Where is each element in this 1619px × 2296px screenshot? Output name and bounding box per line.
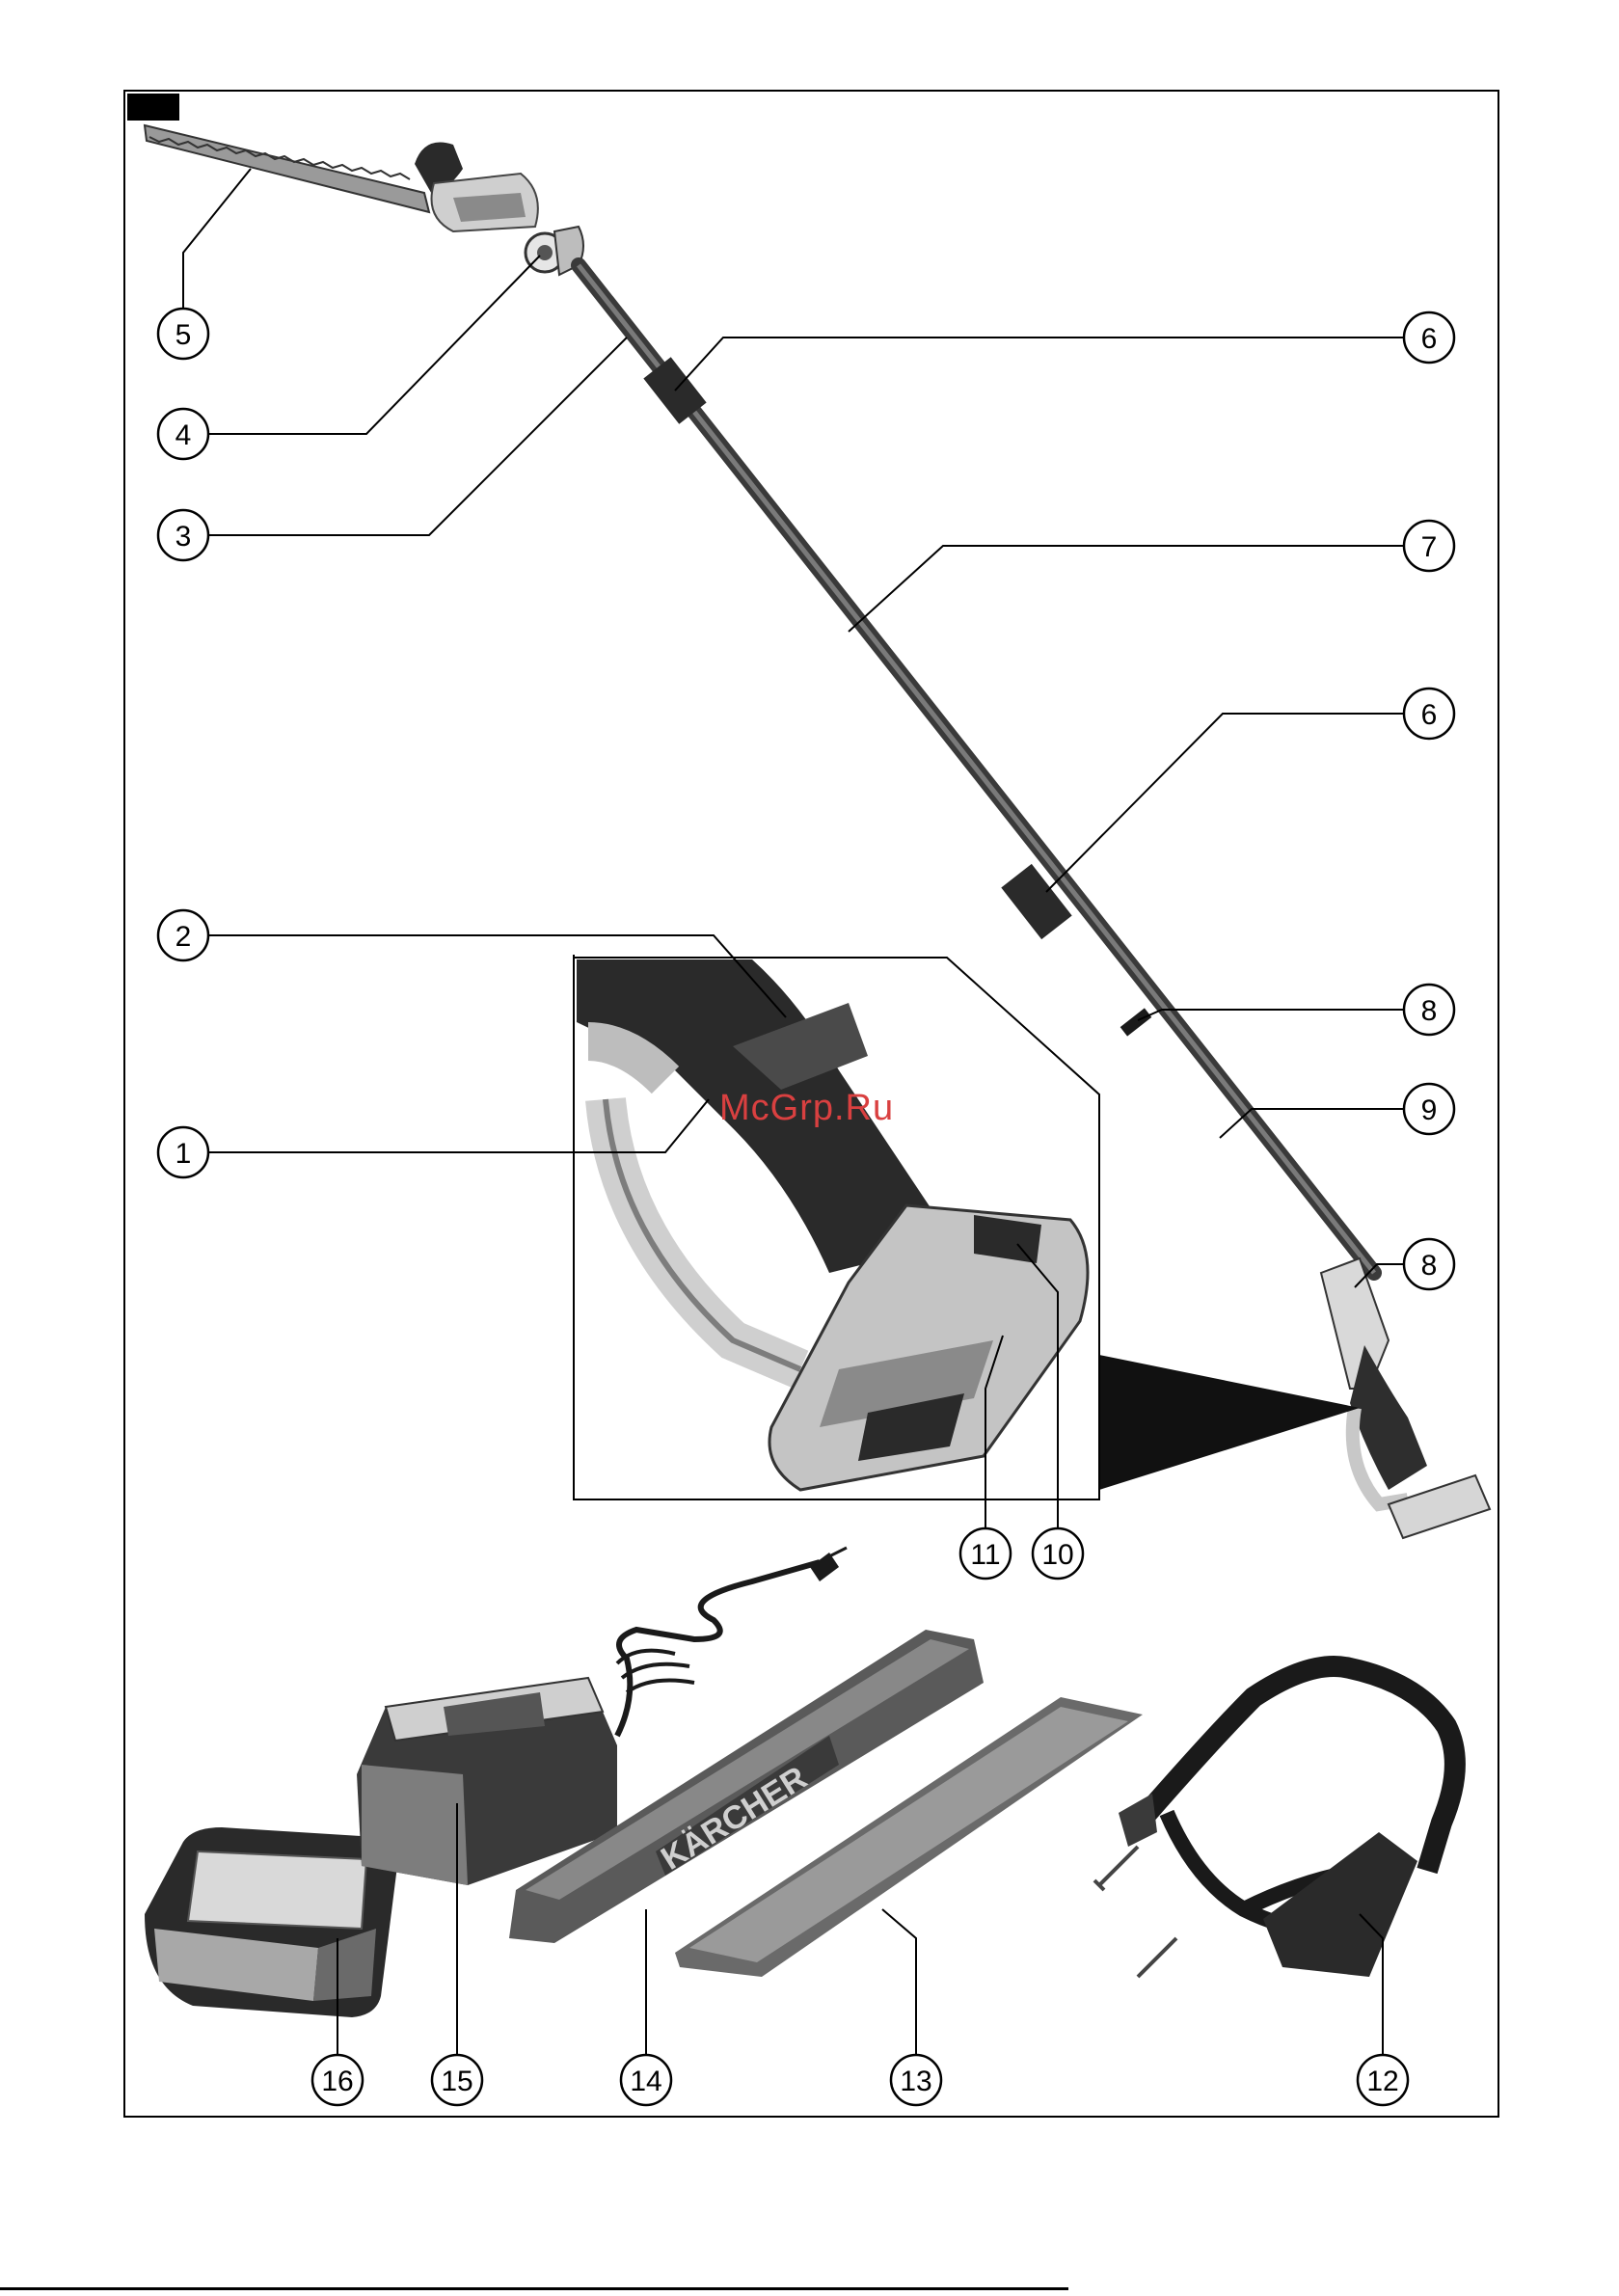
svg-text:4: 4 (175, 419, 192, 451)
callout-7: 7 (1404, 521, 1454, 571)
battery-pack (145, 1827, 397, 2017)
watermark-text: McGrp.Ru (719, 1088, 894, 1129)
callout-16: 16 (312, 2055, 363, 2105)
svg-text:7: 7 (1421, 531, 1438, 563)
svg-text:1: 1 (175, 1138, 192, 1170)
handle-detail-inset (574, 955, 1360, 1499)
callout-5: 5 (158, 309, 208, 359)
svg-text:3: 3 (175, 521, 192, 553)
callout-3: 3 (158, 510, 208, 560)
svg-text:6: 6 (1421, 699, 1438, 731)
battery-charger (357, 1548, 847, 1885)
svg-text:10: 10 (1041, 1539, 1073, 1571)
svg-text:2: 2 (175, 921, 192, 953)
svg-text:12: 12 (1366, 2066, 1398, 2097)
svg-text:8: 8 (1421, 995, 1438, 1027)
callout-8b: 8 (1404, 1239, 1454, 1289)
callout-6a: 6 (1404, 312, 1454, 363)
svg-text:13: 13 (900, 2066, 931, 2097)
callout-6b: 6 (1404, 689, 1454, 739)
cutter-blade (145, 125, 429, 212)
svg-text:8: 8 (1421, 1250, 1438, 1282)
callout-1: 1 (158, 1127, 208, 1177)
svg-text:9: 9 (1421, 1094, 1438, 1126)
trimmer-head (415, 143, 583, 276)
svg-text:16: 16 (321, 2066, 353, 2097)
callout-9: 9 (1404, 1084, 1454, 1134)
svg-text:14: 14 (630, 2066, 661, 2097)
callout-2: 2 (158, 910, 208, 960)
blade-cover (675, 1697, 1143, 1977)
rear-handle (1321, 1258, 1490, 1538)
svg-text:15: 15 (441, 2066, 472, 2097)
callout-8a: 8 (1404, 985, 1454, 1035)
callout-14: 14 (621, 2055, 671, 2105)
callout-12: 12 (1358, 2055, 1408, 2105)
svg-text:6: 6 (1421, 323, 1438, 355)
telescopic-pole (579, 265, 1374, 1273)
callout-15: 15 (432, 2055, 482, 2105)
callout-10: 10 (1033, 1528, 1083, 1579)
svg-text:5: 5 (175, 319, 192, 351)
callout-4: 4 (158, 409, 208, 459)
footer-rule (0, 2287, 1068, 2290)
callout-13: 13 (891, 2055, 941, 2105)
shoulder-strap (1094, 1666, 1455, 1977)
callout-11: 11 (960, 1528, 1011, 1579)
svg-text:11: 11 (970, 1539, 1000, 1571)
strap-eyelet (1120, 1008, 1152, 1036)
